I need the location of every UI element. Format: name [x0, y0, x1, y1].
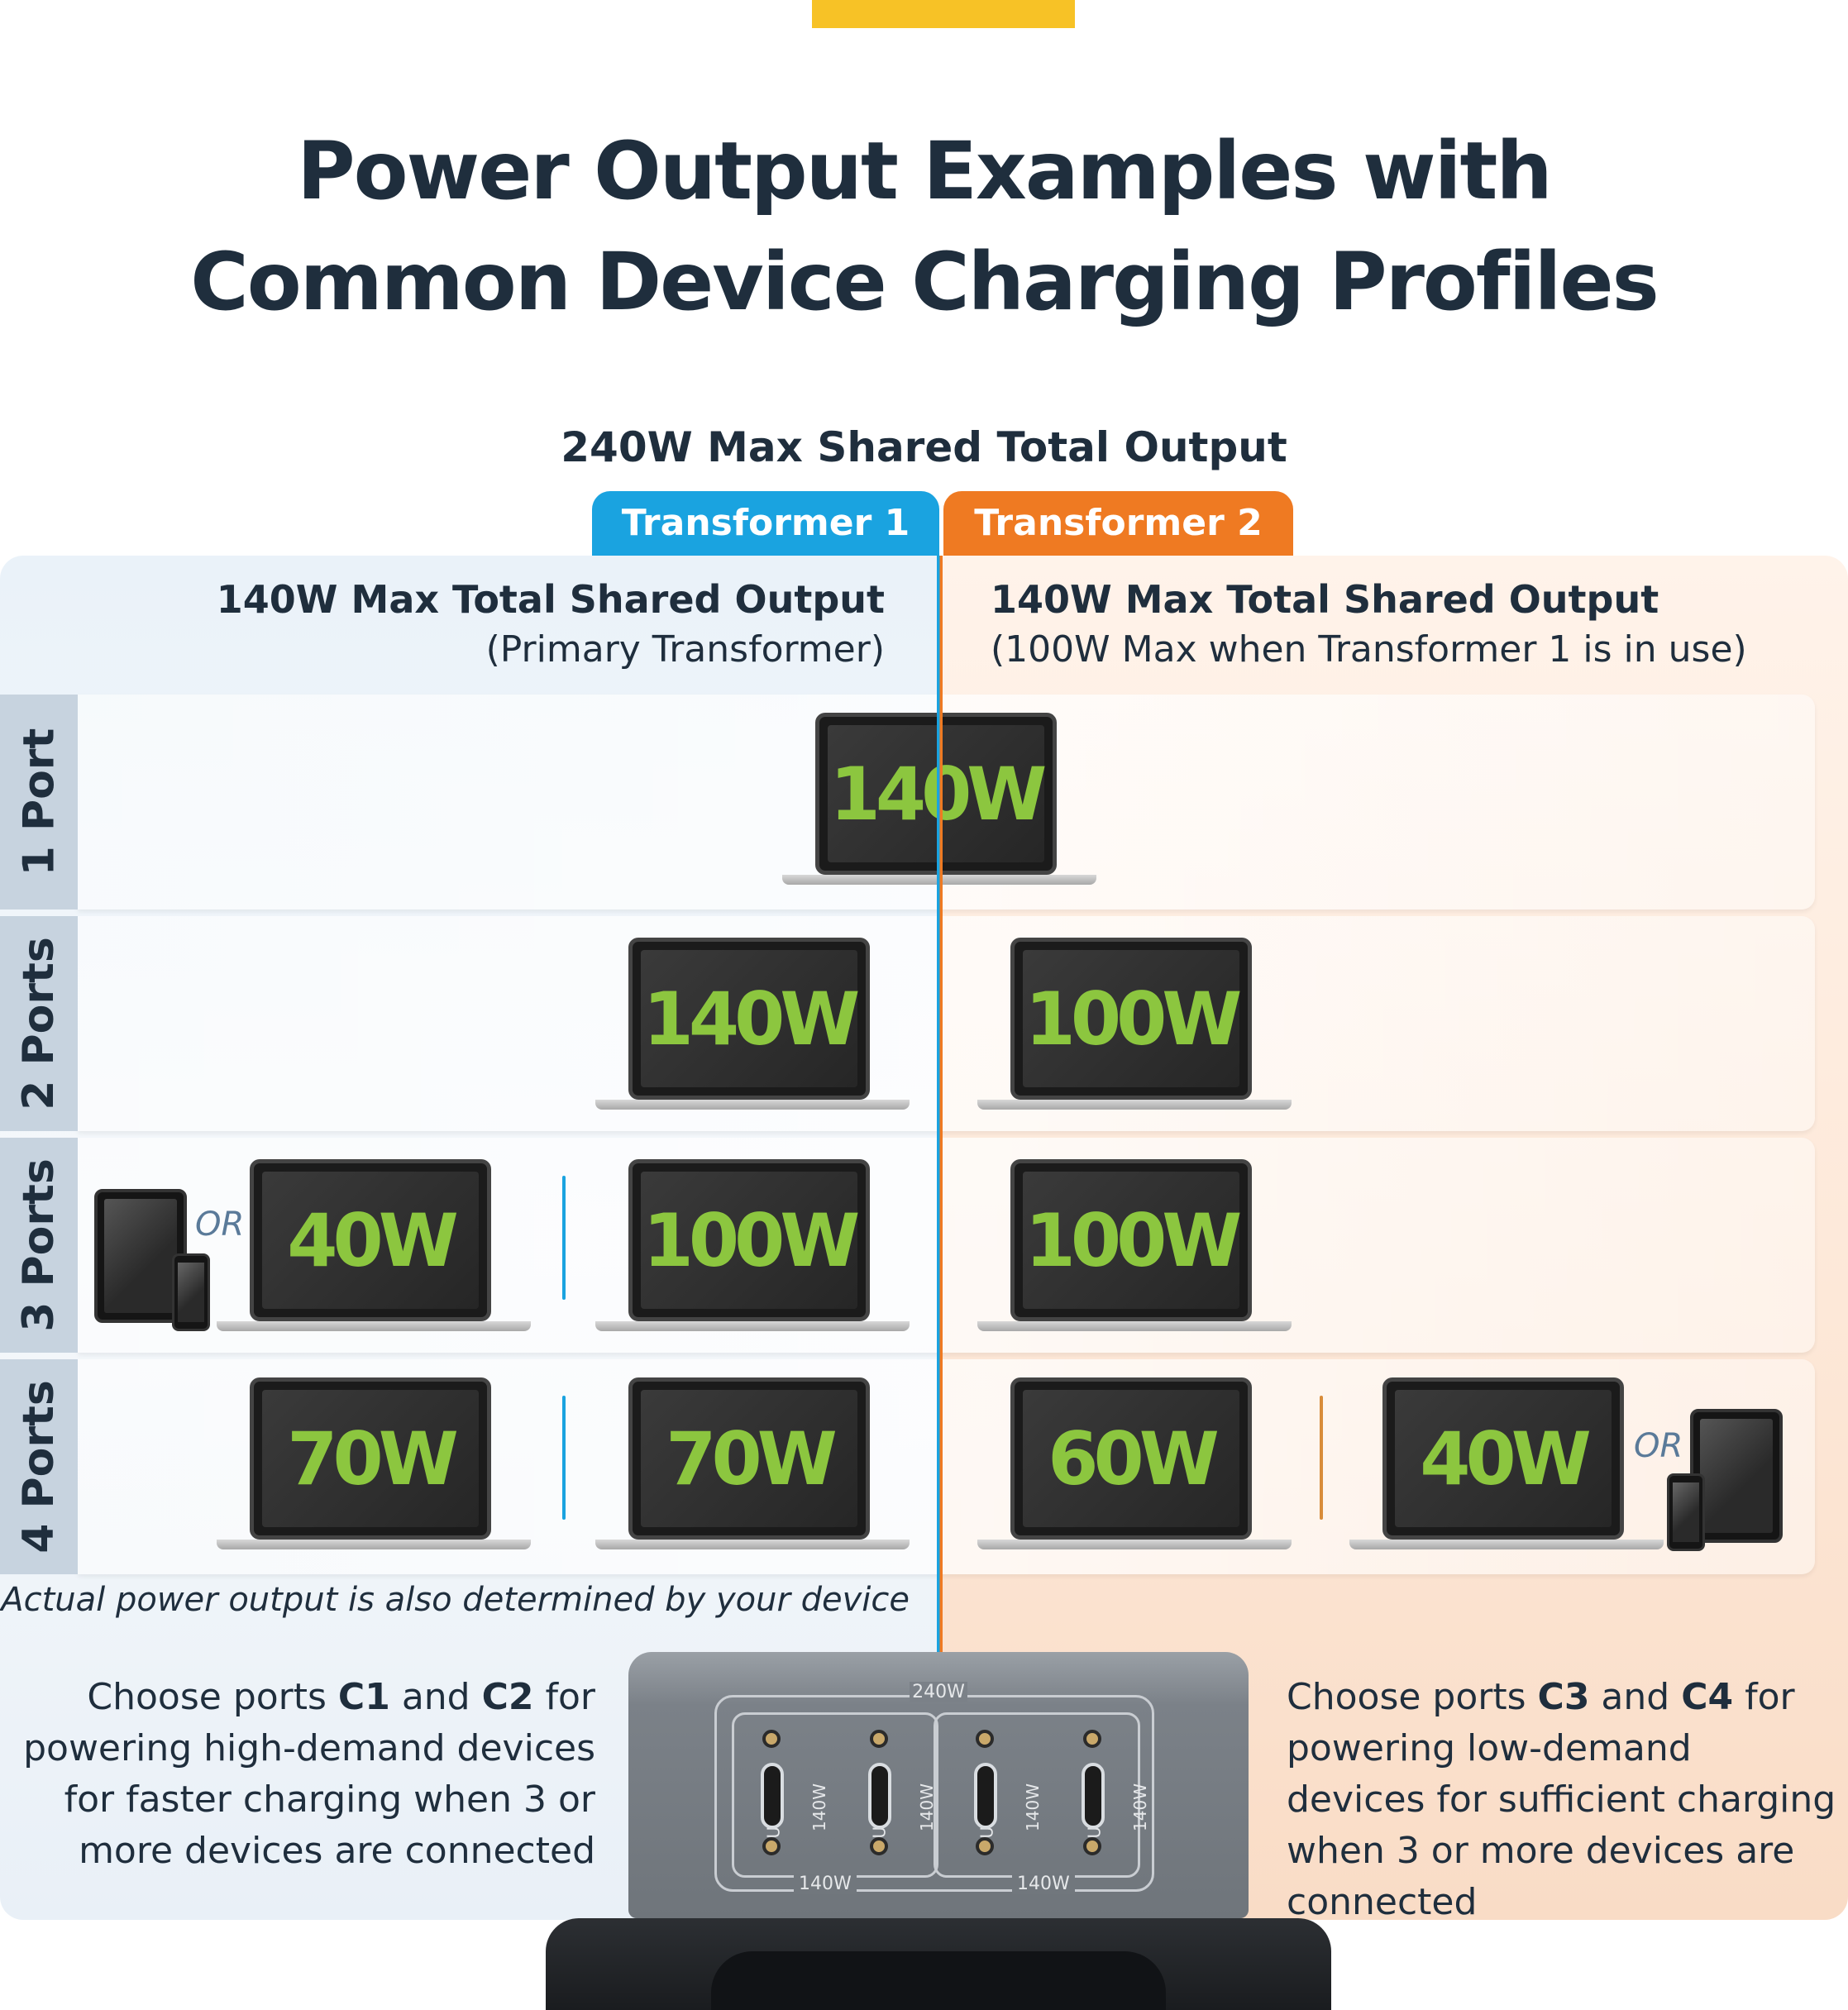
laptop-icon: 100W: [977, 1159, 1292, 1331]
laptop-icon: 100W: [977, 938, 1292, 1110]
port-c1-label: C1: [337, 1676, 390, 1718]
desc-text: Choose ports: [87, 1676, 338, 1718]
screw-icon: [1083, 1837, 1101, 1855]
wattage-label: 140W: [642, 976, 861, 1062]
screw-icon: [976, 1837, 994, 1855]
row-4-ports: 4 Ports 70W 70W 60W 40W OR: [0, 1359, 1815, 1574]
description-low-demand: Choose ports C3 and C4 for powering low-…: [1287, 1672, 1841, 1928]
row-label-text: 3 Ports: [14, 1158, 64, 1332]
port-rating: 140W: [1129, 1783, 1150, 1831]
row-3-ports: 3 Ports OR 40W 100W 100W: [0, 1138, 1815, 1353]
wattage-label: 40W: [287, 1197, 459, 1283]
device-base: [546, 1918, 1331, 2010]
screw-icon: [762, 1837, 781, 1855]
usb-c-port[interactable]: [868, 1763, 891, 1829]
port-rating: 140W: [1022, 1783, 1043, 1831]
device-body: 240W 140W 140W USB-C1 140W USB-C2 140W U…: [628, 1652, 1249, 1918]
laptop-icon: 40W: [217, 1159, 531, 1331]
title-line-1: Power Output Examples with: [297, 125, 1553, 217]
screw-icon: [1083, 1730, 1101, 1748]
transformer-2-note: (100W Max when Transformer 1 is in use): [991, 628, 1747, 671]
row-1-port: 1 Port 140W: [0, 695, 1815, 910]
wattage-label: 100W: [642, 1197, 861, 1283]
row-label-text: 1 Port: [14, 728, 64, 876]
wattage-label: 40W: [1420, 1416, 1592, 1502]
total-label: 240W: [910, 1682, 967, 1702]
transformer-1-header: 140W Max Total Shared Output (Primary Tr…: [0, 574, 885, 675]
footnote: Actual power output is also determined b…: [1, 1581, 910, 1619]
tab-transformer-2: Transformer 2: [943, 491, 1293, 556]
screw-icon: [976, 1730, 994, 1748]
desc-text: and: [1589, 1676, 1682, 1718]
row-label-text: 2 Ports: [14, 937, 64, 1110]
desc-text: and: [389, 1676, 482, 1718]
port-separator: [1320, 1396, 1323, 1520]
transformer-1-max: 140W Max Total Shared Output: [216, 577, 885, 622]
desc-text: for powering high-demand devices for fas…: [23, 1676, 595, 1872]
tablet-phone-icon: [94, 1189, 218, 1331]
laptop-icon: 40W: [1349, 1377, 1664, 1549]
screw-icon: [870, 1730, 888, 1748]
wattage-label: 140W: [829, 751, 1048, 837]
row-background: [78, 916, 1815, 1131]
usb-c-port[interactable]: [974, 1763, 997, 1829]
usb-c-port[interactable]: [761, 1763, 784, 1829]
charger-device: 240W 140W 140W USB-C1 140W USB-C2 140W U…: [546, 1652, 1331, 2010]
total-output-label: 240W Max Shared Total Output: [561, 423, 1287, 471]
wattage-label: 70W: [287, 1416, 459, 1502]
row-label: 1 Port: [0, 695, 78, 910]
row-label: 4 Ports: [0, 1359, 78, 1574]
row-label: 3 Ports: [0, 1138, 78, 1353]
tab-transformer-1: Transformer 1: [592, 491, 939, 556]
or-label: OR: [195, 1206, 245, 1244]
wattage-label: 70W: [666, 1416, 838, 1502]
title-line-2: Common Device Charging Profiles: [190, 236, 1659, 328]
wattage-label: 100W: [1024, 976, 1243, 1062]
screw-icon: [762, 1730, 781, 1748]
port-rating: 140W: [809, 1783, 829, 1831]
accent-bar: [812, 0, 1075, 28]
row-label-text: 4 Ports: [14, 1380, 64, 1554]
group-label: 140W: [1012, 1874, 1075, 1894]
port-c4-label: C4: [1681, 1676, 1734, 1718]
wattage-label: 100W: [1024, 1197, 1243, 1283]
or-label: OR: [1634, 1427, 1683, 1465]
row-2-ports: 2 Ports 140W 100W: [0, 916, 1815, 1131]
page-title: Power Output Examples with Common Device…: [0, 116, 1848, 337]
desc-text: for powering low-demand devices for suff…: [1287, 1676, 1836, 1923]
usb-c-port[interactable]: [1082, 1763, 1105, 1829]
laptop-icon: 100W: [595, 1159, 910, 1331]
laptop-icon: 70W: [595, 1377, 910, 1549]
transformer-1-note: (Primary Transformer): [485, 628, 885, 671]
port-rating: 140W: [916, 1783, 937, 1831]
transformer-divider: [937, 556, 943, 1920]
laptop-icon: 60W: [977, 1377, 1292, 1549]
description-high-demand: Choose ports C1 and C2 for powering high…: [17, 1672, 595, 1877]
port-c3-label: C3: [1537, 1676, 1590, 1718]
group-label: 140W: [794, 1874, 857, 1894]
wattage-label: 60W: [1048, 1416, 1220, 1502]
transformer-2-header: 140W Max Total Shared Output (100W Max w…: [991, 574, 1834, 675]
port-separator: [562, 1176, 566, 1300]
screw-icon: [870, 1837, 888, 1855]
laptop-icon: 140W: [595, 938, 910, 1110]
desc-text: Choose ports: [1287, 1676, 1538, 1718]
row-label: 2 Ports: [0, 916, 78, 1131]
laptop-icon: 70W: [217, 1377, 531, 1549]
tablet-phone-icon: [1667, 1409, 1791, 1551]
transformer-2-max: 140W Max Total Shared Output: [991, 577, 1659, 622]
port-c2-label: C2: [481, 1676, 534, 1718]
port-separator: [562, 1396, 566, 1520]
